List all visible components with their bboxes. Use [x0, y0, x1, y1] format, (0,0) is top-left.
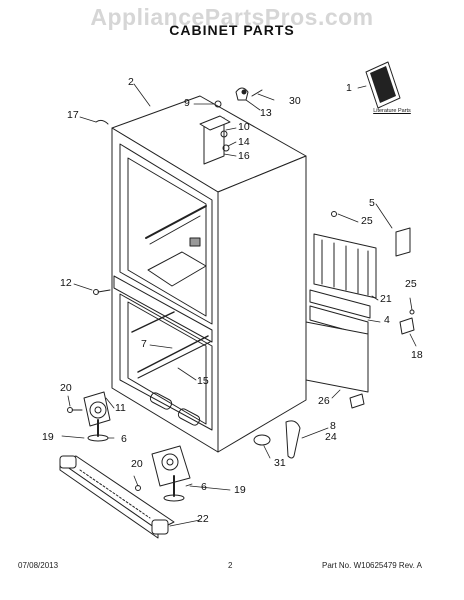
callout-22: 22 — [197, 513, 209, 525]
callout-14: 14 — [238, 136, 250, 148]
literature-booklet — [365, 61, 401, 109]
base-grille — [59, 455, 175, 539]
footer-page-number: 2 — [228, 561, 233, 570]
callout-26: 26 — [318, 395, 330, 407]
callout-15: 15 — [197, 375, 209, 387]
callout-18: 18 — [411, 349, 423, 361]
callout-24: 24 — [325, 431, 337, 443]
footer-part-number: Part No. W10625479 Rev. A — [322, 561, 422, 570]
top-hinge-assembly — [199, 87, 263, 165]
watermark: AppliancePartsPros.com — [90, 4, 374, 30]
callout-12: 12 — [60, 277, 72, 289]
callout-19-left: 19 — [42, 431, 54, 443]
literature-parts-label: Literature Parts — [373, 108, 411, 114]
callout-21: 21 — [380, 293, 392, 305]
callout-20-right: 20 — [131, 458, 143, 470]
front-roller-right — [135, 445, 191, 502]
callout-25-right: 25 — [405, 278, 417, 290]
callout-20-left: 20 — [60, 382, 72, 394]
callout-2: 2 — [128, 76, 134, 88]
callout-16: 16 — [238, 150, 250, 162]
side-screws — [93, 119, 111, 295]
callout-6-left: 6 — [121, 433, 127, 445]
callout-19-right: 19 — [234, 484, 246, 496]
cabinet-shell — [111, 95, 307, 453]
callout-13: 13 — [260, 107, 272, 119]
callout-10: 10 — [238, 121, 250, 133]
callout-9: 9 — [184, 97, 190, 109]
callout-5: 5 — [369, 197, 375, 209]
door-stop-bracket — [399, 309, 415, 335]
callout-8: 8 — [330, 420, 336, 432]
callout-30: 30 — [289, 95, 301, 107]
insulation-panels — [305, 289, 371, 393]
page-title: CABINET PARTS — [169, 22, 295, 38]
callout-7: 7 — [141, 338, 147, 350]
leader-lines — [61, 83, 417, 527]
callout-1: 1 — [346, 82, 352, 94]
closure-parts — [253, 393, 365, 459]
callout-17: 17 — [67, 109, 79, 121]
callout-11: 11 — [115, 402, 126, 414]
callout-25-top: 25 — [361, 215, 373, 227]
callout-31: 31 — [274, 457, 286, 469]
callout-6-right: 6 — [201, 481, 207, 493]
evaporator-cover — [313, 211, 411, 299]
callout-4: 4 — [384, 314, 390, 326]
front-roller-left — [67, 391, 111, 442]
footer-date: 07/08/2013 — [18, 561, 59, 570]
